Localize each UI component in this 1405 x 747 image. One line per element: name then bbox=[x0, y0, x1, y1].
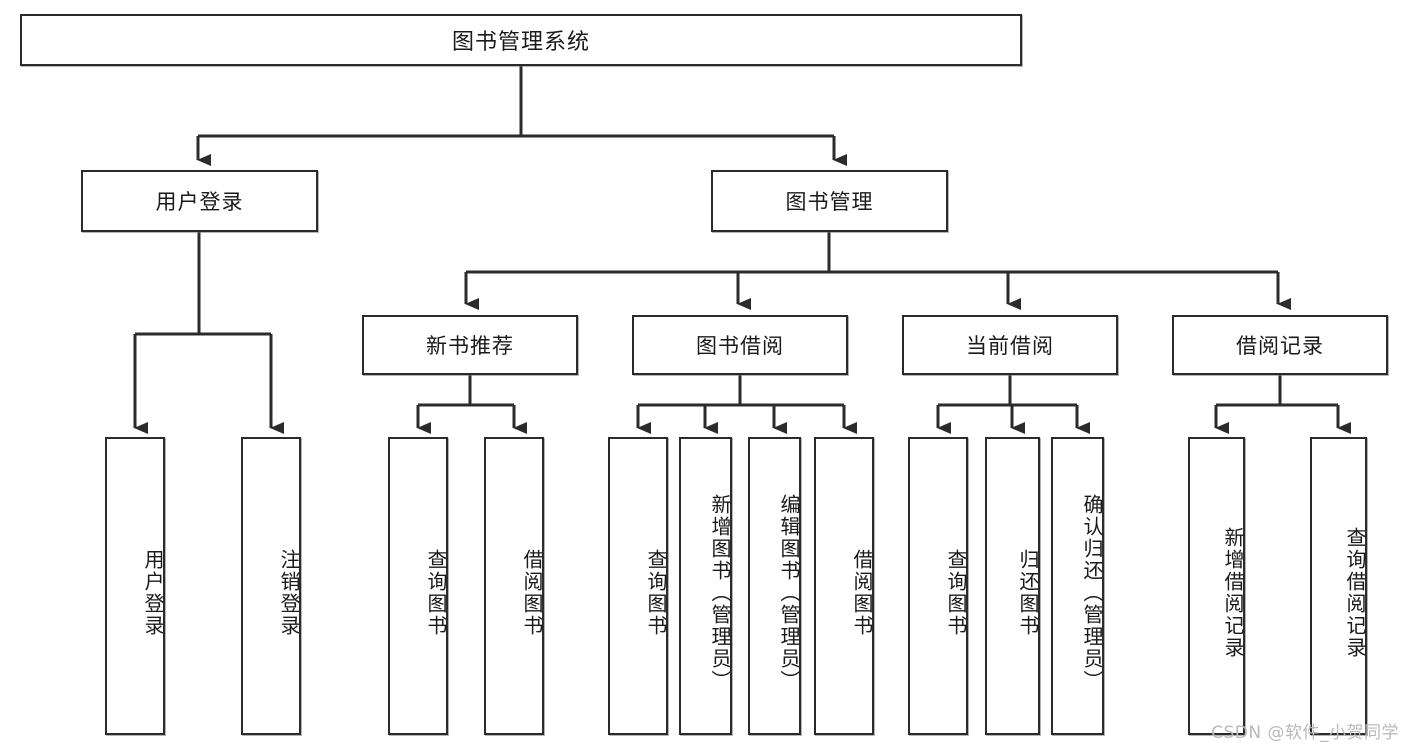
node-label: 查询图书 bbox=[424, 549, 448, 637]
node-book-manage[interactable]: 图书管理 bbox=[711, 170, 948, 232]
node-user-logout[interactable]: 注销登录 bbox=[241, 437, 301, 735]
node-label: 用户登录 bbox=[141, 549, 165, 637]
node-label: 查询借阅记录 bbox=[1343, 527, 1367, 659]
node-query-book-1[interactable]: 查询图书 bbox=[388, 437, 448, 735]
node-query-record[interactable]: 查询借阅记录 bbox=[1310, 437, 1367, 735]
node-root[interactable]: 图书管理系统 bbox=[20, 14, 1022, 66]
node-label: 新增图书（管理员） bbox=[708, 494, 732, 692]
node-borrow-record[interactable]: 借阅记录 bbox=[1172, 315, 1388, 375]
node-label: 查询图书 bbox=[644, 549, 668, 637]
node-label: 图书管理 bbox=[785, 190, 874, 214]
node-label: 新增借阅记录 bbox=[1221, 527, 1245, 659]
node-borrow-book-2[interactable]: 借阅图书 bbox=[814, 437, 874, 735]
node-label: 图书借阅 bbox=[696, 334, 784, 358]
node-add-record[interactable]: 新增借阅记录 bbox=[1188, 437, 1245, 735]
node-current-borrow[interactable]: 当前借阅 bbox=[902, 315, 1118, 375]
watermark: CSDN @软件_小贺同学 bbox=[1211, 723, 1399, 743]
node-query-book-3[interactable]: 查询图书 bbox=[908, 437, 968, 735]
node-edit-book[interactable]: 编辑图书（管理员） bbox=[748, 437, 801, 735]
node-new-book-rec[interactable]: 新书推荐 bbox=[362, 315, 578, 375]
node-confirm-return[interactable]: 确认归还（管理员） bbox=[1051, 437, 1104, 735]
node-label: 注销登录 bbox=[277, 549, 301, 637]
node-add-book[interactable]: 新增图书（管理员） bbox=[679, 437, 732, 735]
node-label: 查询图书 bbox=[944, 549, 968, 637]
node-user-login-do[interactable]: 用户登录 bbox=[105, 437, 165, 735]
node-label: 当前借阅 bbox=[966, 334, 1054, 358]
node-user-login[interactable]: 用户登录 bbox=[81, 170, 318, 232]
node-label: 确认归还（管理员） bbox=[1080, 494, 1104, 692]
node-label: 借阅图书 bbox=[850, 549, 874, 637]
node-book-borrow[interactable]: 图书借阅 bbox=[632, 315, 848, 375]
node-label: 图书管理系统 bbox=[451, 30, 590, 55]
node-label: 借阅记录 bbox=[1236, 334, 1324, 358]
node-label: 借阅图书 bbox=[520, 549, 544, 637]
node-query-book-2[interactable]: 查询图书 bbox=[608, 437, 668, 735]
node-return-book[interactable]: 归还图书 bbox=[985, 437, 1040, 735]
node-borrow-book-1[interactable]: 借阅图书 bbox=[484, 437, 544, 735]
node-label: 归还图书 bbox=[1016, 549, 1040, 637]
node-label: 用户登录 bbox=[155, 190, 244, 214]
node-label: 编辑图书（管理员） bbox=[777, 494, 801, 692]
node-label: 新书推荐 bbox=[426, 334, 514, 358]
